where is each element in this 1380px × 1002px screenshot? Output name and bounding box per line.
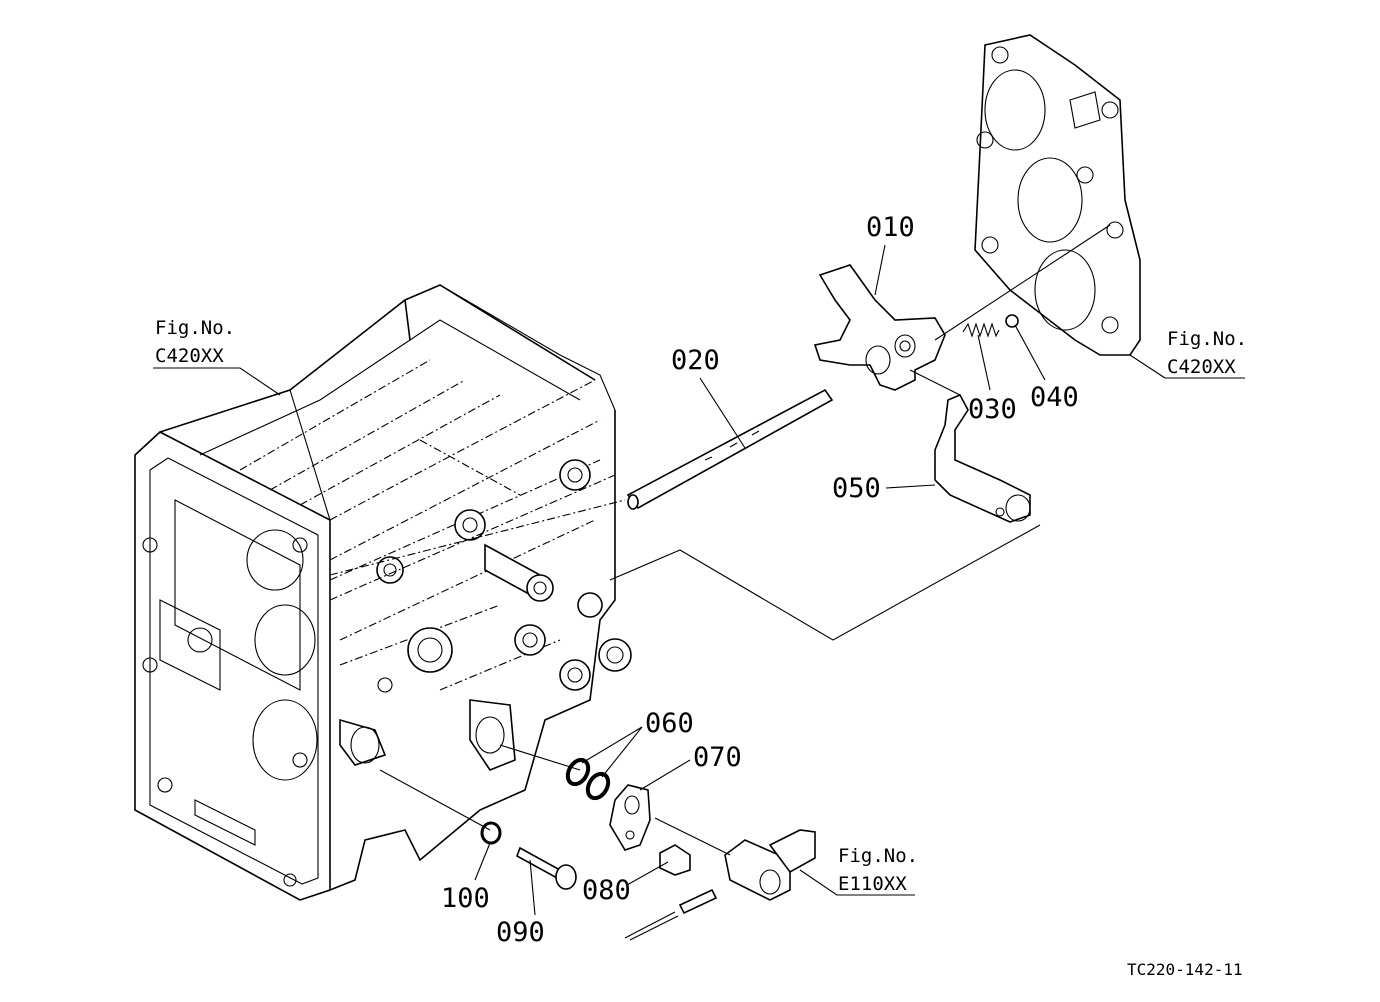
fig-ref-left-title: Fig.No. [155,317,235,339]
part-label-050: 050 [832,473,881,504]
screw-090 [516,846,577,890]
part-label-010: 010 [866,212,915,243]
part-label-070: 070 [693,742,742,773]
plate-070 [609,784,651,851]
part-label-020: 020 [671,345,720,376]
ball-040 [1005,314,1019,328]
shift-fork-010 [813,264,946,391]
leader-lines [153,244,1245,916]
bolt-080 [659,844,691,876]
fig-ref-right-number: C420XX [1167,356,1236,378]
shift-arm [624,829,816,941]
part-label-100: 100 [441,883,490,914]
transmission-cover [974,34,1141,356]
spring-030 [962,322,1000,338]
part-label-030: 030 [968,394,1017,425]
transmission-case [134,284,632,901]
fig-ref-bottom-number: E110XX [838,873,907,895]
drawing-code: TC220-142-11 [1127,960,1243,979]
shift-rod-020 [626,388,834,510]
fig-ref-bottom-title: Fig.No. [838,845,918,867]
assembly-lines [329,224,1111,856]
part-label-060: 060 [645,708,694,739]
part-label-090: 090 [496,917,545,948]
fig-ref-right-title: Fig.No. [1167,328,1247,350]
shift-lever-050 [934,393,1031,523]
part-label-080: 080 [582,875,631,906]
part-label-040: 040 [1030,382,1079,413]
fig-ref-left-number: C420XX [155,345,224,367]
washer-100 [480,821,502,845]
